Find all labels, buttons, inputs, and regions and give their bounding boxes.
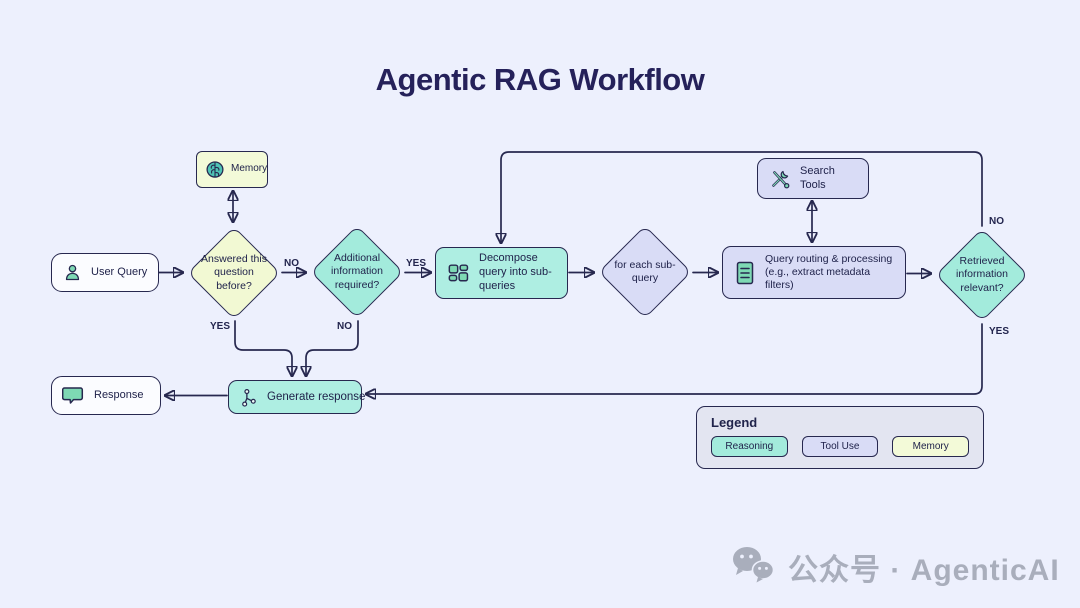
edge-retrieved-yes-to-generate xyxy=(367,323,983,394)
query-routing-node: Query routing & processing (e.g., extrac… xyxy=(722,246,906,299)
legend: Legend Reasoning Tool Use Memory xyxy=(696,406,984,469)
edge-label-additional-yes: YES xyxy=(406,258,427,269)
additional-info-decision: Additional information required? xyxy=(310,225,404,319)
memory-node: Memory xyxy=(196,151,268,188)
document-list-icon xyxy=(733,260,757,286)
decompose-query-label: Decompose query into sub-queries xyxy=(479,252,552,292)
answered-before-label: Answered this question before? xyxy=(201,252,267,292)
wechat-icon xyxy=(730,544,776,591)
answered-before-decision: Answered this question before? xyxy=(187,226,281,320)
legend-title: Legend xyxy=(711,415,758,430)
legend-row: Reasoning Tool Use Memory xyxy=(711,436,970,457)
generate-response-node: Generate response xyxy=(228,380,366,414)
user-query-node: User Query xyxy=(51,253,159,292)
edge-label-answered-no: NO xyxy=(284,258,299,269)
sub-queries-grid-icon xyxy=(446,261,471,286)
edge-additional-no-to-generate xyxy=(306,320,359,375)
retrieved-relevant-label: Retrieved information relevant? xyxy=(956,254,1008,294)
edge-answered-yes-to-generate xyxy=(234,320,292,375)
workflow-graph-icon xyxy=(239,387,260,408)
retrieved-relevant-decision: Retrieved information relevant? xyxy=(935,228,1029,322)
response-label: Response xyxy=(94,388,144,401)
query-routing-label: Query routing & processing (e.g., extrac… xyxy=(765,252,893,292)
tools-icon xyxy=(768,167,792,191)
for-each-subquery-label: for each sub-query xyxy=(614,258,676,284)
diagram-title: Agentic RAG Workflow xyxy=(375,62,705,97)
for-each-subquery-decision: for each sub-query xyxy=(598,225,692,319)
brain-icon xyxy=(204,159,226,181)
search-tools-label: Search Tools xyxy=(800,164,835,191)
user-icon xyxy=(62,262,83,283)
legend-chip-reasoning: Reasoning xyxy=(711,436,788,457)
edge-label-retrieved-yes: YES xyxy=(989,326,1010,337)
user-query-label: User Query xyxy=(91,265,148,278)
memory-label: Memory xyxy=(231,163,268,175)
footer-watermark-text: 公众号 · AgenticAI xyxy=(788,554,1060,587)
generate-response-label: Generate response xyxy=(267,390,366,403)
footer-watermark: 公众号 · AgenticAI xyxy=(730,541,1060,593)
additional-info-label: Additional information required? xyxy=(331,251,383,291)
edge-retrieved-no-feedback xyxy=(501,151,983,242)
speech-bubble-icon xyxy=(62,385,86,406)
decompose-query-node: Decompose query into sub-queries xyxy=(435,247,568,299)
edge-label-retrieved-no: NO xyxy=(989,216,1004,227)
legend-chip-tool-use: Tool Use xyxy=(801,436,879,457)
response-node: Response xyxy=(51,376,161,415)
edge-label-additional-no: NO xyxy=(337,321,352,332)
edge-label-answered-yes: YES xyxy=(210,321,231,332)
search-tools-node: Search Tools xyxy=(757,158,869,199)
legend-chip-memory: Memory xyxy=(892,436,970,457)
